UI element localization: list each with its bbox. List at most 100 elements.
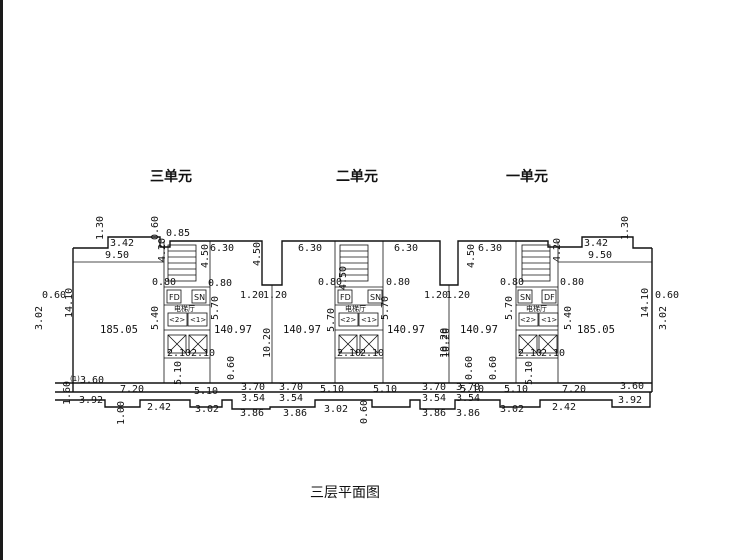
svg-text:9.50: 9.50: [105, 250, 129, 261]
svg-text:7.20: 7.20: [562, 384, 586, 395]
sn-label-unit1: SN: [520, 293, 531, 302]
lift-marks-unit3: [167, 312, 208, 327]
svg-text:10.20: 10.20: [439, 328, 450, 358]
svg-text:4.50: 4.50: [252, 242, 263, 266]
sn-box-unit2: [367, 289, 383, 304]
sn-label-unit2: SN: [370, 293, 381, 302]
svg-text:1.20: 1.20: [240, 290, 264, 301]
svg-text:3.86: 3.86: [283, 408, 307, 419]
svg-text:5.10: 5.10: [460, 384, 484, 395]
drawing-title: 三层平面图: [310, 485, 380, 501]
dimensions-unit1: 6.30 4.50 4.20 0.80 0.80 5.70 5.40 2.10 …: [441, 216, 679, 419]
svg-text:0.60: 0.60: [359, 400, 370, 424]
lift2-label-unit3: <2>: [169, 316, 185, 324]
svg-text:4.50: 4.50: [338, 266, 349, 290]
svg-text:5.70: 5.70: [210, 296, 221, 320]
svg-text:0.60: 0.60: [464, 356, 475, 380]
dimensions-unit2: 6.30 6.30 4.50 0.80 0.80 5.70 5.70 2.10 …: [279, 243, 484, 424]
sn-box-unit1: [517, 289, 533, 304]
svg-text:3.70: 3.70: [241, 382, 265, 393]
svg-text:6.30: 6.30: [394, 243, 418, 254]
svg-text:3.02: 3.02: [658, 306, 669, 330]
svg-text:0.80: 0.80: [560, 277, 584, 288]
df-label-unit1: DF: [544, 293, 555, 302]
svg-text:0.60: 0.60: [42, 290, 66, 301]
svg-text:0.80: 0.80: [386, 277, 410, 288]
svg-text:3.54: 3.54: [279, 393, 303, 404]
unit2-heading: 二单元: [336, 168, 378, 185]
svg-text:3.70: 3.70: [422, 382, 446, 393]
svg-text:1.00: 1.00: [116, 401, 127, 425]
svg-text:5.40: 5.40: [563, 306, 574, 330]
svg-text:2.10: 2.10: [167, 348, 191, 359]
fd-box-unit3: [166, 289, 182, 304]
svg-text:4.50: 4.50: [466, 244, 477, 268]
svg-text:0.80: 0.80: [152, 277, 176, 288]
svg-text:4.50: 4.50: [200, 244, 211, 268]
svg-text:5.10: 5.10: [373, 384, 397, 395]
svg-text:3.54: 3.54: [456, 393, 480, 404]
shaft-boxes-unit1: [518, 334, 558, 354]
svg-text:2.10: 2.10: [191, 348, 215, 359]
svg-text:7.20: 7.20: [120, 384, 144, 395]
svg-text:5.70: 5.70: [380, 296, 391, 320]
svg-text:0.60: 0.60: [488, 356, 499, 380]
svg-text:3.70: 3.70: [279, 382, 303, 393]
svg-text:9.50: 9.50: [588, 250, 612, 261]
unit3-heading: 三单元: [150, 168, 192, 185]
shaft-boxes-unit3: [167, 334, 208, 354]
area-u1-right: 185.05: [577, 324, 615, 336]
lift2-label-unit2: <2>: [340, 316, 356, 324]
svg-text:2.10: 2.10: [541, 348, 565, 359]
svg-text:10.20: 10.20: [262, 328, 273, 358]
svg-text:5.10: 5.10: [524, 361, 535, 385]
svg-text:5.10: 5.10: [173, 361, 184, 385]
fd-label-unit3: FD: [169, 293, 180, 302]
svg-text:6.30: 6.30: [478, 243, 502, 254]
area-u3-right: 140.97: [214, 324, 252, 336]
svg-text:0.80: 0.80: [208, 278, 232, 289]
svg-text:2.10: 2.10: [360, 348, 384, 359]
svg-text:1.20: 1.20: [424, 290, 448, 301]
svg-text:3.92: 3.92: [79, 395, 103, 406]
area-u1-left: 140.97: [460, 324, 498, 336]
sn-label-unit3: SN: [194, 293, 205, 302]
svg-text:10.20: 10.20: [441, 328, 452, 358]
unit1-heading: 一单元: [506, 168, 548, 185]
svg-text:3.54: 3.54: [422, 393, 446, 404]
stair-core-unit1: [521, 244, 551, 282]
df-box-unit1: [541, 289, 557, 304]
svg-text:3.02: 3.02: [34, 306, 45, 330]
svg-text:3.02: 3.02: [195, 404, 219, 415]
svg-text:3.02: 3.02: [500, 404, 524, 415]
svg-text:3.92: 3.92: [618, 395, 642, 406]
lift1-label-unit1: <1>: [541, 316, 557, 324]
lift1-label-unit2: <1>: [361, 316, 377, 324]
hall-label-unit2: 电梯厅: [345, 304, 366, 313]
interior-walls: [73, 241, 652, 383]
svg-text:5.40: 5.40: [150, 306, 161, 330]
svg-text:3.02: 3.02: [324, 404, 348, 415]
svg-text:1.30: 1.30: [95, 216, 106, 240]
svg-text:3.54: 3.54: [241, 393, 265, 404]
area-u3-left: 185.05: [100, 324, 138, 336]
lift1-label-unit3: <1>: [190, 316, 206, 324]
svg-text:5.10: 5.10: [320, 384, 344, 395]
svg-text:14.10: 14.10: [64, 288, 75, 318]
svg-text:0.85: 0.85: [166, 228, 190, 239]
lift-marks-unit1: [518, 312, 559, 327]
svg-text:6.30: 6.30: [210, 243, 234, 254]
hall-label-unit1: 电梯厅: [526, 304, 547, 313]
svg-text:0.80: 0.80: [500, 277, 524, 288]
svg-text:5.10: 5.10: [504, 384, 528, 395]
svg-text:3.86: 3.86: [456, 408, 480, 419]
fd-label-unit2: FD: [340, 293, 351, 302]
svg-text:1.20: 1.20: [446, 290, 470, 301]
stair-core-unit3: [167, 244, 197, 282]
svg-text:3.60: 3.60: [80, 375, 104, 386]
lift2-label-unit1: <2>: [520, 316, 536, 324]
svg-text:2.42: 2.42: [552, 402, 576, 413]
svg-text:(1): (1): [70, 375, 80, 383]
shaft-boxes-unit2: [338, 334, 379, 354]
